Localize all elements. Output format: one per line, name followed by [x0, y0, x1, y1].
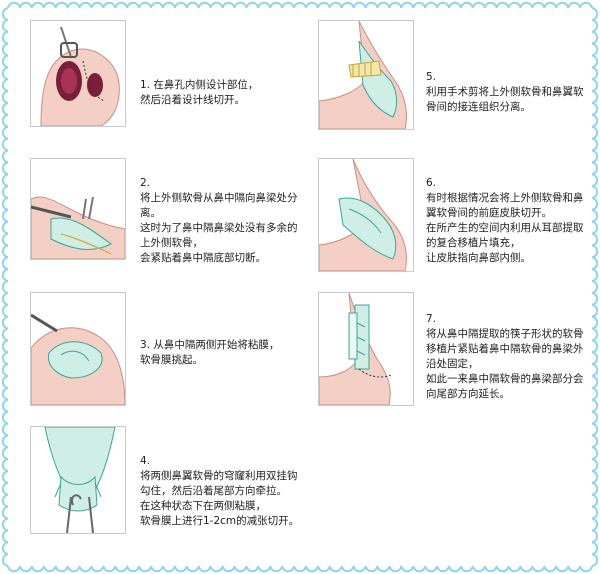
step-1-text: 1. 在鼻孔内侧设计部位， 然后沿着设计线切开。	[140, 78, 258, 108]
step-5-text: 5. 利用手术剪将上外侧软骨和鼻翼软 骨间的接连组织分离。	[426, 70, 584, 115]
step-6-line-3: 在所产生的空间内利用从耳部提取	[426, 222, 584, 234]
step-2-line-4: 上外侧软骨，	[140, 237, 203, 249]
step-4-number: 4.	[140, 455, 151, 467]
step-3-number: 3.	[140, 339, 151, 351]
step-3-line-2: 软骨膜挑起。	[140, 354, 203, 366]
step-3-illustration	[30, 292, 126, 406]
step-7-line-3: 沿处固定，	[426, 358, 479, 370]
step-2-number: 2.	[140, 177, 151, 189]
step-2-illustration	[30, 158, 126, 260]
step-7-line-4: 如此一来鼻中隔软骨的鼻梁部分会	[426, 373, 584, 385]
step-4-line-4: 软骨膜上进行1-2cm的减张切开。	[140, 515, 300, 527]
step-6-line-4: 的复合移植片填充，	[426, 237, 521, 249]
step-2-line-3: 这时为了鼻中隔鼻梁处没有多余的	[140, 222, 298, 234]
step-4-illustration	[30, 426, 126, 534]
step-3-text: 3. 从鼻中隔两侧开始将粘膜， 软骨膜挑起。	[140, 338, 279, 368]
step-6-number: 6.	[426, 177, 437, 189]
step-7-text: 7. 将从鼻中隔提取的筷子形状的软骨 移植片紧贴着鼻中隔软骨的鼻梁外 沿处固定，…	[426, 312, 584, 402]
step-6-text: 6. 有时根据情况会将上外侧软骨和鼻 翼软骨间的前庭皮肤切开。 在所产生的空间内…	[426, 176, 584, 266]
content-card: 1. 在鼻孔内侧设计部位， 然后沿着设计线切开。 2. 将上外侧软骨从鼻中隔向鼻…	[14, 12, 586, 562]
step-2-line-1: 将上外侧软骨从鼻中隔向鼻梁处分	[140, 192, 298, 204]
step-2-line-5: 会紧贴着鼻中隔底部切断。	[140, 252, 266, 264]
step-1-illustration	[30, 20, 126, 127]
step-7-number: 7.	[426, 313, 437, 325]
step-4-line-3: 在这种状态下在两侧粘膜，	[140, 500, 266, 512]
step-2-text: 2. 将上外侧软骨从鼻中隔向鼻梁处分 离。 这时为了鼻中隔鼻梁处没有多余的 上外…	[140, 176, 298, 266]
step-2-line-2: 离。	[140, 207, 161, 219]
border-scallop-edge	[7, 1, 593, 9]
border-scallop-edge	[7, 565, 593, 573]
step-4-line-1: 将两侧鼻翼软骨的穹窿利用双挂钩	[140, 470, 298, 482]
step-7-line-5: 向尾部方向延长。	[426, 388, 510, 400]
step-1-number: 1.	[140, 79, 151, 91]
step-7-line-2: 移植片紧贴着鼻中隔软骨的鼻梁外	[426, 343, 584, 355]
step-7-illustration	[318, 292, 414, 406]
step-1-line-2: 然后沿着设计线切开。	[140, 94, 245, 106]
step-6-line-2: 翼软骨间的前庭皮肤切开。	[426, 207, 552, 219]
step-6-line-1: 有时根据情况会将上外侧软骨和鼻	[426, 192, 584, 204]
step-3-line-1: 从鼻中隔两侧开始将粘膜，	[153, 339, 280, 351]
border-scallop-edge	[591, 7, 599, 567]
border-scallop-edge	[1, 7, 9, 567]
step-4-text: 4. 将两侧鼻翼软骨的穹窿利用双挂钩 勾住，然后沿着尾部方向牵拉。 在这种状态下…	[140, 454, 299, 529]
step-5-number: 5.	[426, 71, 437, 83]
step-5-illustration	[318, 20, 414, 130]
step-5-line-1: 利用手术剪将上外侧软骨和鼻翼软	[426, 86, 584, 98]
step-4-line-2: 勾住，然后沿着尾部方向牵拉。	[140, 485, 287, 497]
step-6-line-5: 让皮肤指向鼻部内侧。	[426, 252, 531, 264]
step-5-line-2: 骨间的接连组织分离。	[426, 101, 531, 113]
step-1-line-1: 在鼻孔内侧设计部位，	[153, 79, 259, 91]
step-6-illustration	[318, 158, 414, 272]
step-7-line-1: 将从鼻中隔提取的筷子形状的软骨	[426, 328, 584, 340]
